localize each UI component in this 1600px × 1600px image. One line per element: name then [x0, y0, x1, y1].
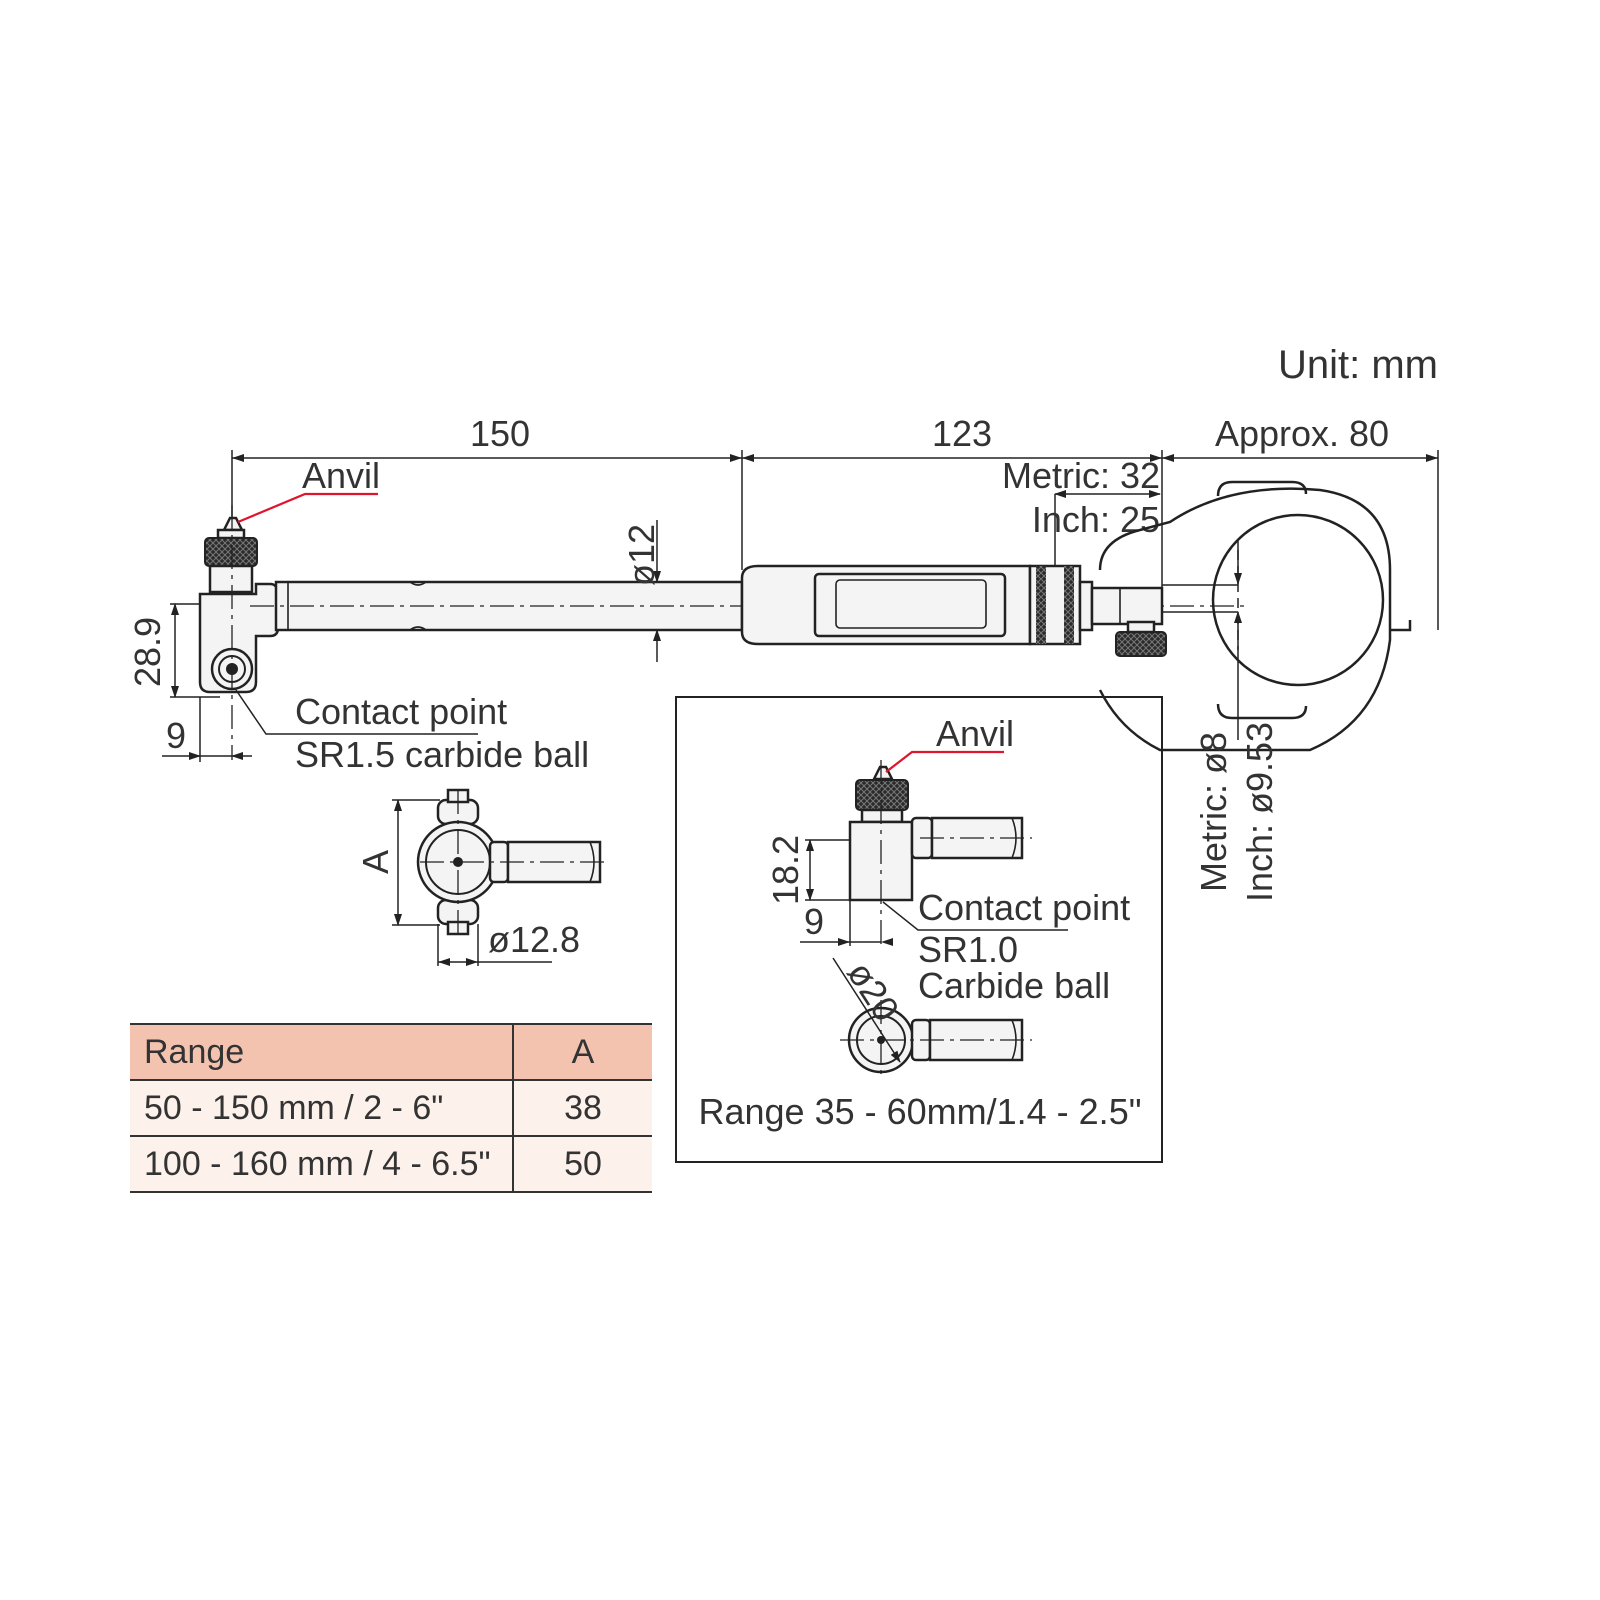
inset-contact-label: Contact point [918, 887, 1130, 928]
inset-small-range: 18.2 9 Anvil Contact point SR1.0 Carbide… [675, 696, 1163, 1163]
inset-contact-radius: SR1.0 [918, 929, 1018, 970]
inset-dim-height: 18.2 [765, 835, 806, 905]
table-header-a: A [512, 1023, 652, 1081]
inset-range-caption: Range 35 - 60mm/1.4 - 2.5" [698, 1091, 1141, 1132]
unit-label: Unit: mm [1278, 343, 1438, 387]
anvil-knurl [204, 537, 258, 567]
table-header-range: Range [130, 1023, 513, 1081]
dim-approx-80: Approx. 80 [1215, 413, 1389, 454]
dim-rod-diameter: ø12 [621, 524, 662, 586]
dim-inch-stem: Inch: ø9.53 [1239, 722, 1280, 902]
contact-ball-label: SR1.5 carbide ball [295, 734, 589, 775]
dim-a: A [355, 850, 396, 874]
range-table: Range A 50 - 150 mm / 2 - 6" 38 100 - 16… [130, 1023, 652, 1193]
table-cell-a: 38 [512, 1080, 652, 1137]
inset-dim-offset: 9 [804, 901, 824, 942]
table-header-row: Range A [130, 1023, 652, 1081]
inset-anvil-label: Anvil [936, 713, 1014, 754]
anvil-label: Anvil [302, 455, 380, 496]
dial-indicator [1211, 513, 1385, 687]
dim-123: 123 [932, 413, 992, 454]
dim-metric-32: Metric: 32 [1002, 455, 1160, 496]
table-row: 100 - 160 mm / 4 - 6.5" 50 [130, 1136, 652, 1193]
table-cell-a: 50 [512, 1136, 652, 1193]
inset-contact-ball: Carbide ball [918, 965, 1110, 1006]
table-row: 50 - 150 mm / 2 - 6" 38 [130, 1080, 652, 1137]
table-cell-range: 100 - 160 mm / 4 - 6.5" [130, 1136, 513, 1193]
dim-inch-25: Inch: 25 [1032, 499, 1160, 540]
dim-metric-stem: Metric: ø8 [1193, 732, 1234, 892]
head-top-view: A ø12.8 [355, 788, 610, 966]
dim-150: 150 [470, 413, 530, 454]
dim-contact-offset: 9 [166, 715, 186, 756]
dim-head-height: 28.9 [127, 617, 168, 687]
table-cell-range: 50 - 150 mm / 2 - 6" [130, 1080, 513, 1137]
dim-head-diameter: ø12.8 [488, 919, 580, 960]
contact-point-label: Contact point [295, 691, 507, 732]
main-view: 150 123 Approx. 80 Metric: 32 Inch: 25 ø… [127, 413, 1439, 902]
